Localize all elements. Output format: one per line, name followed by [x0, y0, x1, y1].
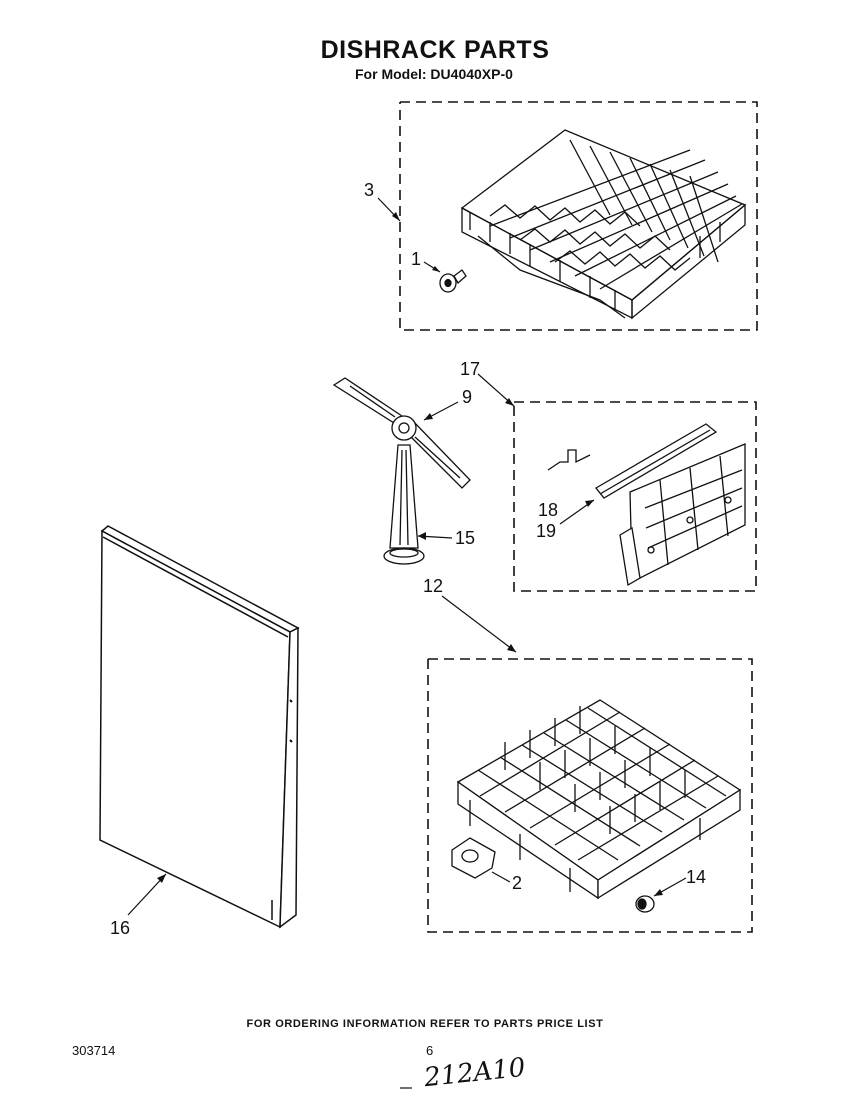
roller-part [439, 269, 467, 293]
document-number: 303714 [72, 1043, 116, 1058]
model-subtitle: For Model: DU4040XP-0 [355, 66, 513, 82]
upper-dishrack-icon [460, 129, 747, 320]
leader-12 [441, 595, 517, 653]
door-panel-icon [99, 525, 300, 929]
callout-1: 1 [411, 249, 422, 269]
spray-arm-icon [332, 377, 471, 565]
page-number: 6 [426, 1043, 434, 1058]
callout-17: 17 [460, 359, 481, 379]
lower-rack-group [427, 595, 753, 933]
callout-2: 2 [512, 873, 523, 893]
wheel-part [635, 877, 687, 913]
silverware-basket-group [477, 373, 757, 592]
callout-3: 3 [364, 180, 375, 200]
lower-rack-dashed-box [427, 658, 753, 933]
ordering-note: FOR ORDERING INFORMATION REFER TO PARTS … [246, 1018, 604, 1030]
callout-19: 19 [536, 521, 557, 541]
basket-dashed-box [513, 401, 757, 592]
callout-9: 9 [462, 387, 473, 407]
lower-dishrack-icon [456, 699, 742, 900]
callout-12: 12 [423, 576, 444, 596]
leader-2 [491, 871, 511, 883]
upper-rack-group [377, 101, 758, 331]
callout-14: 14 [686, 867, 707, 887]
callout-16: 16 [110, 918, 131, 938]
clip-part [547, 449, 591, 471]
callout-18: 18 [538, 500, 559, 520]
upper-rack-dashed-box [399, 101, 758, 331]
callout-15: 15 [455, 528, 476, 548]
leader-16 [127, 873, 167, 916]
silverware-basket-icon [595, 423, 746, 587]
page-title: DISHRACK PARTS [320, 36, 550, 64]
bracket-part [451, 837, 511, 883]
